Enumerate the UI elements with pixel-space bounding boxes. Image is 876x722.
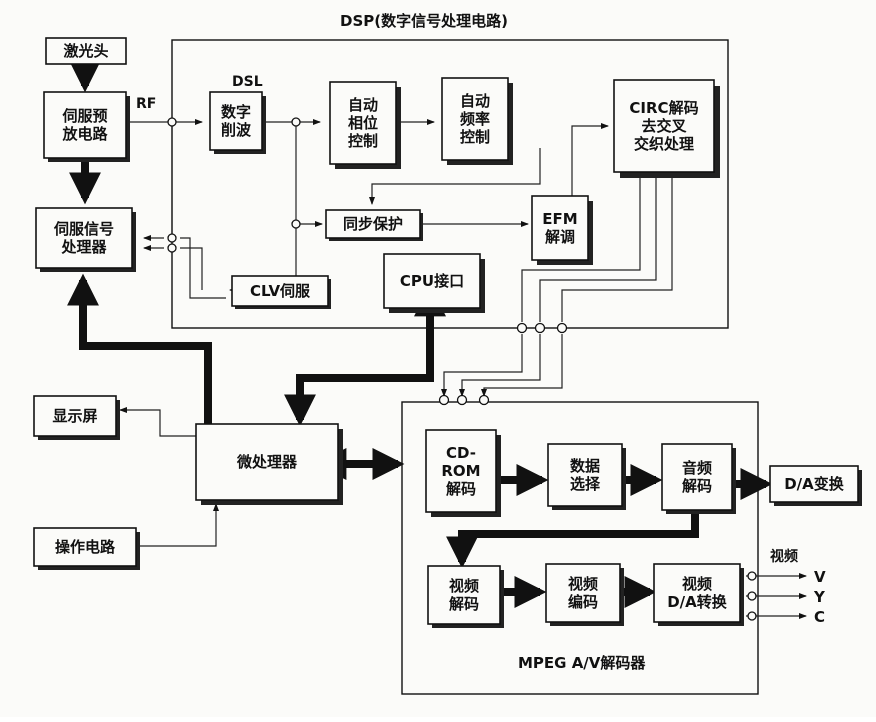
audio-decode-block-label: 音频 xyxy=(682,459,712,477)
video-da-block-box xyxy=(653,563,741,623)
efm-block-label: 解调 xyxy=(545,228,575,246)
display-block-box xyxy=(33,395,117,437)
blocks-layer: 激光头伺服预放电路伺服信号处理器数字削波自动相位控制自动频率控制CIRC解码去交… xyxy=(33,37,862,628)
auto-phase-block-label: 控制 xyxy=(348,132,378,150)
microprocessor-block-box xyxy=(195,423,339,501)
microprocessor-block: 微处理器 xyxy=(195,423,343,505)
da-convert-block: D/A变换 xyxy=(769,465,862,506)
auto-freq-block-label: 频率 xyxy=(460,110,490,128)
video-da-block: 视频D/A转换 xyxy=(653,563,744,626)
laser-head-block: 激光头 xyxy=(45,37,127,65)
cpu-interface-block: CPU接口 xyxy=(383,253,485,313)
digital-slicer-block-box xyxy=(209,91,263,151)
sync-protect-block: 同步保护 xyxy=(325,209,423,241)
servo-preamp-block-label: 伺服预 xyxy=(61,107,107,125)
junction-ports xyxy=(167,117,757,621)
digital-slicer-block-label: 削波 xyxy=(221,121,252,139)
cpu-interface-block-box xyxy=(383,253,481,309)
operation-circuit-block-label: 操作电路 xyxy=(55,538,116,556)
cpu-to-micro-bus xyxy=(284,284,446,427)
cdrom-decode-block-label: ROM xyxy=(441,462,480,480)
operation-circuit-block: 操作电路 xyxy=(33,527,140,570)
video-encode-block-label: 视频 xyxy=(568,575,598,593)
microprocessor-block-label: 微处理器 xyxy=(236,453,298,471)
da-convert-block-label: D/A变换 xyxy=(784,475,845,493)
circ-block-box xyxy=(613,79,715,173)
cdrom-decode-block-label: CD- xyxy=(446,444,476,462)
output-v-label: V xyxy=(814,568,826,586)
servo-processor-block-label: 伺服信号 xyxy=(53,220,114,238)
cdrom-decode-block-label: 解码 xyxy=(446,480,476,498)
video-da-block-label: 视频 xyxy=(682,575,712,593)
sync-protect-block-box xyxy=(325,209,421,239)
rf-label: RF xyxy=(136,96,156,112)
auto-phase-block-label: 相位 xyxy=(348,114,378,132)
clv-servo-block: CLV伺服 xyxy=(231,275,331,309)
auto-freq-block-label: 控制 xyxy=(460,128,490,146)
audio-decode-block-box xyxy=(661,443,733,511)
laser-head-block-box xyxy=(45,37,127,65)
micro-to-servo-bus xyxy=(67,273,212,424)
auto-freq-block-box xyxy=(441,77,509,161)
sync-protect-block-label: 同步保护 xyxy=(343,215,403,233)
efm-block-label: EFM xyxy=(542,210,577,228)
laser-head-block-label: 激光头 xyxy=(63,42,108,60)
output-y-label: Y xyxy=(813,588,826,606)
servo-processor-block-label: 处理器 xyxy=(60,238,107,256)
video-decode-block-label: 解码 xyxy=(449,595,479,613)
video-encode-block-box xyxy=(545,563,621,623)
mpeg-frame xyxy=(401,401,759,695)
audio-decode-block-label: 解码 xyxy=(682,477,712,495)
video-encode-block-label: 编码 xyxy=(568,593,598,611)
dsl-label: DSL xyxy=(232,74,263,90)
auto-phase-block-box xyxy=(329,81,397,165)
cpu-interface-block-label: CPU接口 xyxy=(400,272,464,290)
video-decode-block-label: 视频 xyxy=(449,577,479,595)
auto-freq-block-label: 自动 xyxy=(460,92,490,110)
output-c-label: C xyxy=(814,608,825,626)
auto-phase-block-label: 自动 xyxy=(348,96,378,114)
servo-processor-block-box xyxy=(35,207,133,269)
circ-block-label: CIRC解码 xyxy=(629,99,698,117)
servo-preamp-block-label: 放电路 xyxy=(61,125,108,143)
data-select-block-box xyxy=(547,443,623,507)
video-da-block-label: D/A转换 xyxy=(667,593,728,611)
video-label: 视频 xyxy=(770,548,798,565)
efm-block-box xyxy=(531,195,589,261)
circ-block-label: 去交叉 xyxy=(641,117,687,135)
clv-servo-block-label: CLV伺服 xyxy=(250,282,311,300)
dsp-title: DSP(数字信号处理电路) xyxy=(340,12,508,30)
servo-preamp-block-box xyxy=(43,91,127,159)
audio-to-video-path xyxy=(446,512,699,569)
display-block-label: 显示屏 xyxy=(52,407,97,425)
cdrom-decode-block-box xyxy=(425,429,497,513)
clv-servo-block-box xyxy=(231,275,329,307)
circ-block-label: 交织处理 xyxy=(634,135,694,153)
mpeg-title: MPEG A/V解码器 xyxy=(518,654,646,672)
data-select-block-label: 选择 xyxy=(570,475,601,493)
da-convert-block-box xyxy=(769,465,859,503)
data-select-block-label: 数据 xyxy=(570,457,600,475)
digital-slicer-block-label: 数字 xyxy=(221,103,251,121)
operation-circuit-block-box xyxy=(33,527,137,567)
video-decode-block-box xyxy=(427,565,501,625)
signal-lines xyxy=(119,119,807,619)
display-block: 显示屏 xyxy=(33,395,120,440)
